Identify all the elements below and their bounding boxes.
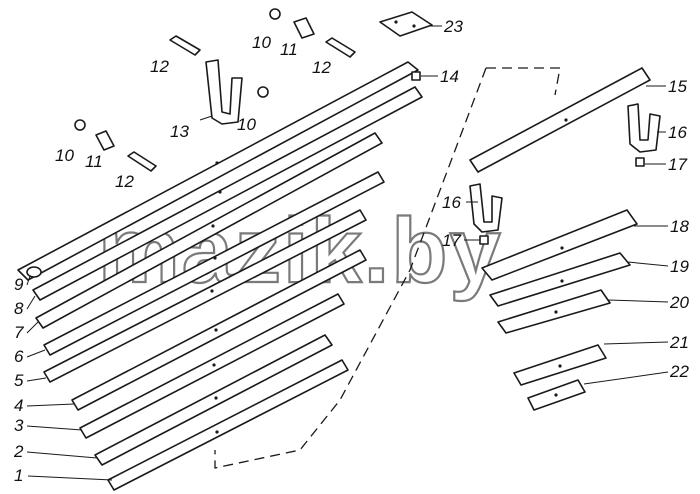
spring-leaf-6 [43, 171, 385, 356]
rivet-14 [411, 71, 421, 81]
leader-20 [607, 299, 669, 303]
left-hardware [74, 8, 433, 172]
bolt-12 [169, 35, 201, 56]
leader-7 [26, 321, 39, 334]
leader-1 [27, 475, 113, 481]
callout-18: 18 [670, 217, 689, 236]
rivet-17 [479, 235, 489, 245]
callout-16: 16 [668, 123, 687, 142]
callout-14: 14 [440, 67, 459, 86]
leader-13 [199, 115, 213, 121]
rivet-17 [635, 157, 645, 167]
spring-leaf-7 [35, 132, 383, 329]
callout-numbers: 1 2 3 4 5 6 7 8 9 10 11 12 12 13 10 10 1… [13, 17, 689, 485]
callout-7: 7 [14, 323, 24, 342]
leader-2 [26, 451, 98, 459]
nut-10 [257, 86, 269, 98]
additional-spring-pack [469, 67, 661, 411]
callout-2: 2 [13, 442, 24, 461]
u-clamp-13 [205, 59, 243, 125]
spring-leaf-2 [94, 334, 333, 466]
callout-4: 4 [14, 396, 23, 415]
callout-11: 11 [85, 152, 103, 171]
plate-23 [379, 11, 433, 37]
spring-leaf-8 [32, 86, 423, 301]
spring-leaf-4 [71, 249, 367, 411]
plate-hole [412, 24, 416, 28]
callout-20: 20 [669, 293, 689, 312]
spring-leaf-1 [107, 359, 349, 491]
spring-leaf-9 [17, 61, 419, 281]
callout-12: 12 [312, 58, 331, 77]
spring-leaf-20 [497, 289, 611, 334]
assembly-outline-dashed [214, 67, 561, 469]
main-spring-pack [17, 61, 423, 491]
callout-8: 8 [14, 299, 24, 318]
callout-6: 6 [14, 347, 24, 366]
leader-9 [26, 275, 31, 286]
leaf-hole [215, 161, 219, 165]
leader-19 [627, 261, 669, 267]
spring-leaf-3 [79, 293, 345, 439]
callout-21: 21 [669, 333, 689, 352]
leader-3 [26, 425, 83, 431]
callout-13: 13 [170, 122, 189, 141]
callout-9: 9 [14, 275, 24, 294]
callout-11: 11 [280, 40, 298, 59]
callout-23: 23 [443, 17, 463, 36]
u-clamp-16 [627, 103, 661, 153]
leaf-hole [558, 364, 562, 368]
leader-22 [583, 371, 669, 385]
plate-hole [394, 20, 398, 24]
leader-21 [603, 341, 669, 345]
spring-eye [26, 266, 42, 278]
leaf-hole [560, 246, 564, 250]
bushing-11 [95, 130, 115, 151]
callout-10: 10 [252, 33, 271, 52]
bolt-12 [127, 151, 157, 172]
u-clamp-16 [469, 183, 503, 233]
spring-leaf-15 [469, 67, 651, 173]
leaf-hole [213, 256, 217, 260]
callout-16: 16 [442, 193, 461, 212]
spring-leaf-19 [489, 252, 631, 307]
leaf-hole [554, 393, 558, 397]
callout-10: 10 [55, 146, 74, 165]
callout-15: 15 [668, 77, 687, 96]
leaf-hole [218, 190, 222, 194]
leaf-hole [214, 328, 218, 332]
callout-17: 17 [442, 231, 461, 250]
leaf-hole [210, 289, 214, 293]
leaf-hole [212, 363, 216, 367]
leader-lines [26, 25, 669, 481]
leaf-hole [215, 430, 219, 434]
leader-4 [26, 403, 75, 407]
leaf-hole [211, 224, 215, 228]
callout-12: 12 [115, 172, 134, 191]
callout-19: 19 [670, 257, 689, 276]
nut-10 [74, 119, 86, 131]
bolt-12 [325, 37, 356, 58]
leaf-hole [214, 396, 218, 400]
leader-8 [26, 295, 36, 310]
leaf-hole [560, 279, 564, 283]
leaf-hole [564, 118, 568, 122]
bushing-11 [293, 17, 315, 39]
callout-22: 22 [669, 362, 689, 381]
spring-leaf-18 [481, 209, 638, 281]
spring-leaf-5 [43, 209, 367, 383]
leader-5 [26, 377, 47, 382]
callout-17: 17 [668, 155, 687, 174]
callout-3: 3 [14, 416, 24, 435]
leaf-hole [554, 310, 558, 314]
callout-12: 12 [150, 57, 169, 76]
callout-5: 5 [14, 371, 24, 390]
leader-6 [26, 349, 46, 358]
nut-10 [269, 8, 281, 20]
callout-10: 10 [237, 115, 256, 134]
callout-1: 1 [14, 466, 23, 485]
